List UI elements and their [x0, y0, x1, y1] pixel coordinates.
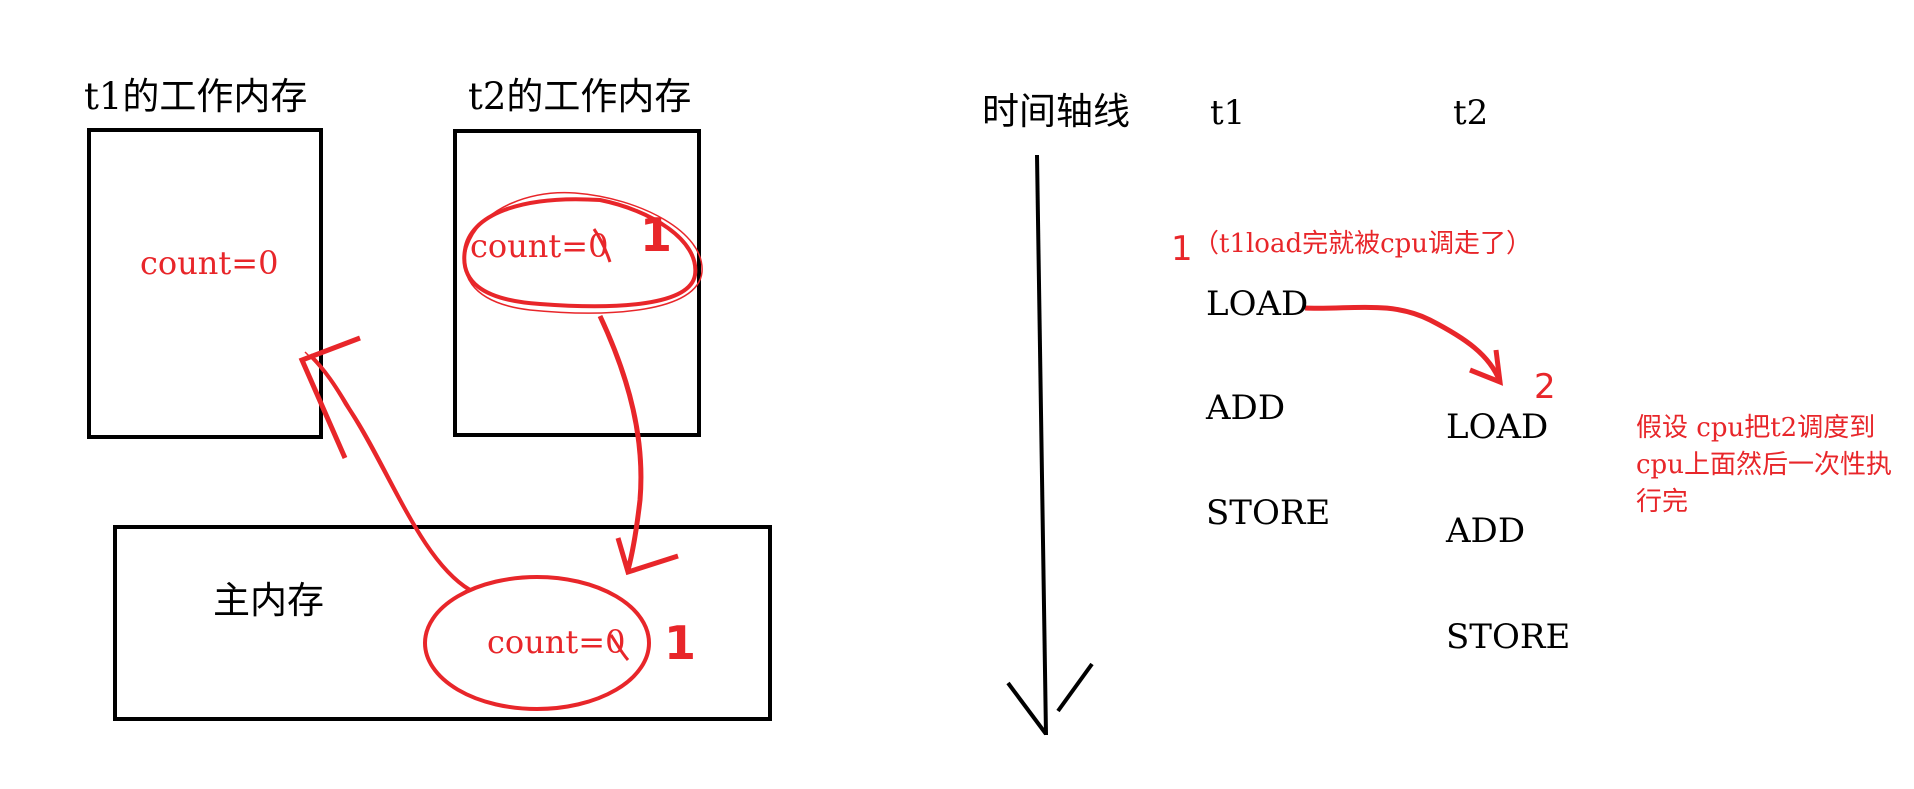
t2-count-value: count=0: [470, 227, 609, 265]
time-axis-line: [1035, 154, 1048, 736]
scheduling-note-line-3: 行完: [1636, 487, 1689, 517]
main-count-value: count=0: [487, 623, 626, 661]
time-axis-arrowhead-right: [1056, 662, 1094, 713]
time-axis-arrowhead-left: [1006, 681, 1048, 736]
step1-number: 1: [1171, 229, 1193, 269]
t2-op-store: STORE: [1446, 617, 1571, 657]
main-to-t1-arrow-trace: [304, 351, 464, 587]
t2-zero-strike: [592, 228, 612, 263]
t1-work-memory-box: [87, 128, 323, 439]
main-memory-title: 主内存: [213, 579, 324, 622]
t1-op-add: ADD: [1206, 388, 1286, 428]
t1-column-header: t1: [1210, 93, 1246, 133]
t1-op-load: LOAD: [1206, 284, 1309, 324]
t2-op-add: ADD: [1446, 511, 1526, 551]
main-count-overwrite: 1: [664, 616, 697, 670]
t2-to-main-arrow: [597, 314, 644, 571]
time-axis-label: 时间轴线: [982, 90, 1130, 133]
step2-number: 2: [1534, 367, 1556, 407]
t2-column-header: t2: [1453, 93, 1489, 133]
t2-work-memory-box: [453, 129, 701, 437]
t2-count-circle-trace: [463, 191, 703, 314]
t2-count-overwrite: 1: [640, 208, 673, 262]
t2-to-main-arrowhead: [615, 537, 679, 576]
t2-op-load: LOAD: [1446, 407, 1549, 447]
main-to-t1-arrow: [308, 353, 472, 592]
t1-count-value: count=0: [140, 244, 279, 282]
scheduling-note-line-2: cpu上面然后一次性执: [1636, 450, 1892, 480]
main-to-t1-arrowhead: [298, 335, 361, 460]
scheduling-note-line-1: 假设 cpu把t2调度到: [1636, 413, 1876, 443]
t2-work-memory-title: t2的工作内存: [468, 75, 692, 118]
t1-load-to-t2-load-arrowhead: [1469, 349, 1504, 386]
t1-op-store: STORE: [1206, 493, 1331, 533]
t1-load-to-t2-load-arrow: [1304, 304, 1503, 383]
t1-work-memory-title: t1的工作内存: [84, 75, 308, 118]
main-memory-box: [113, 525, 772, 721]
step1-note: （t1load完就被cpu调走了）: [1193, 229, 1533, 259]
main-zero-strike: [609, 634, 630, 661]
main-count-circle: [423, 575, 651, 711]
